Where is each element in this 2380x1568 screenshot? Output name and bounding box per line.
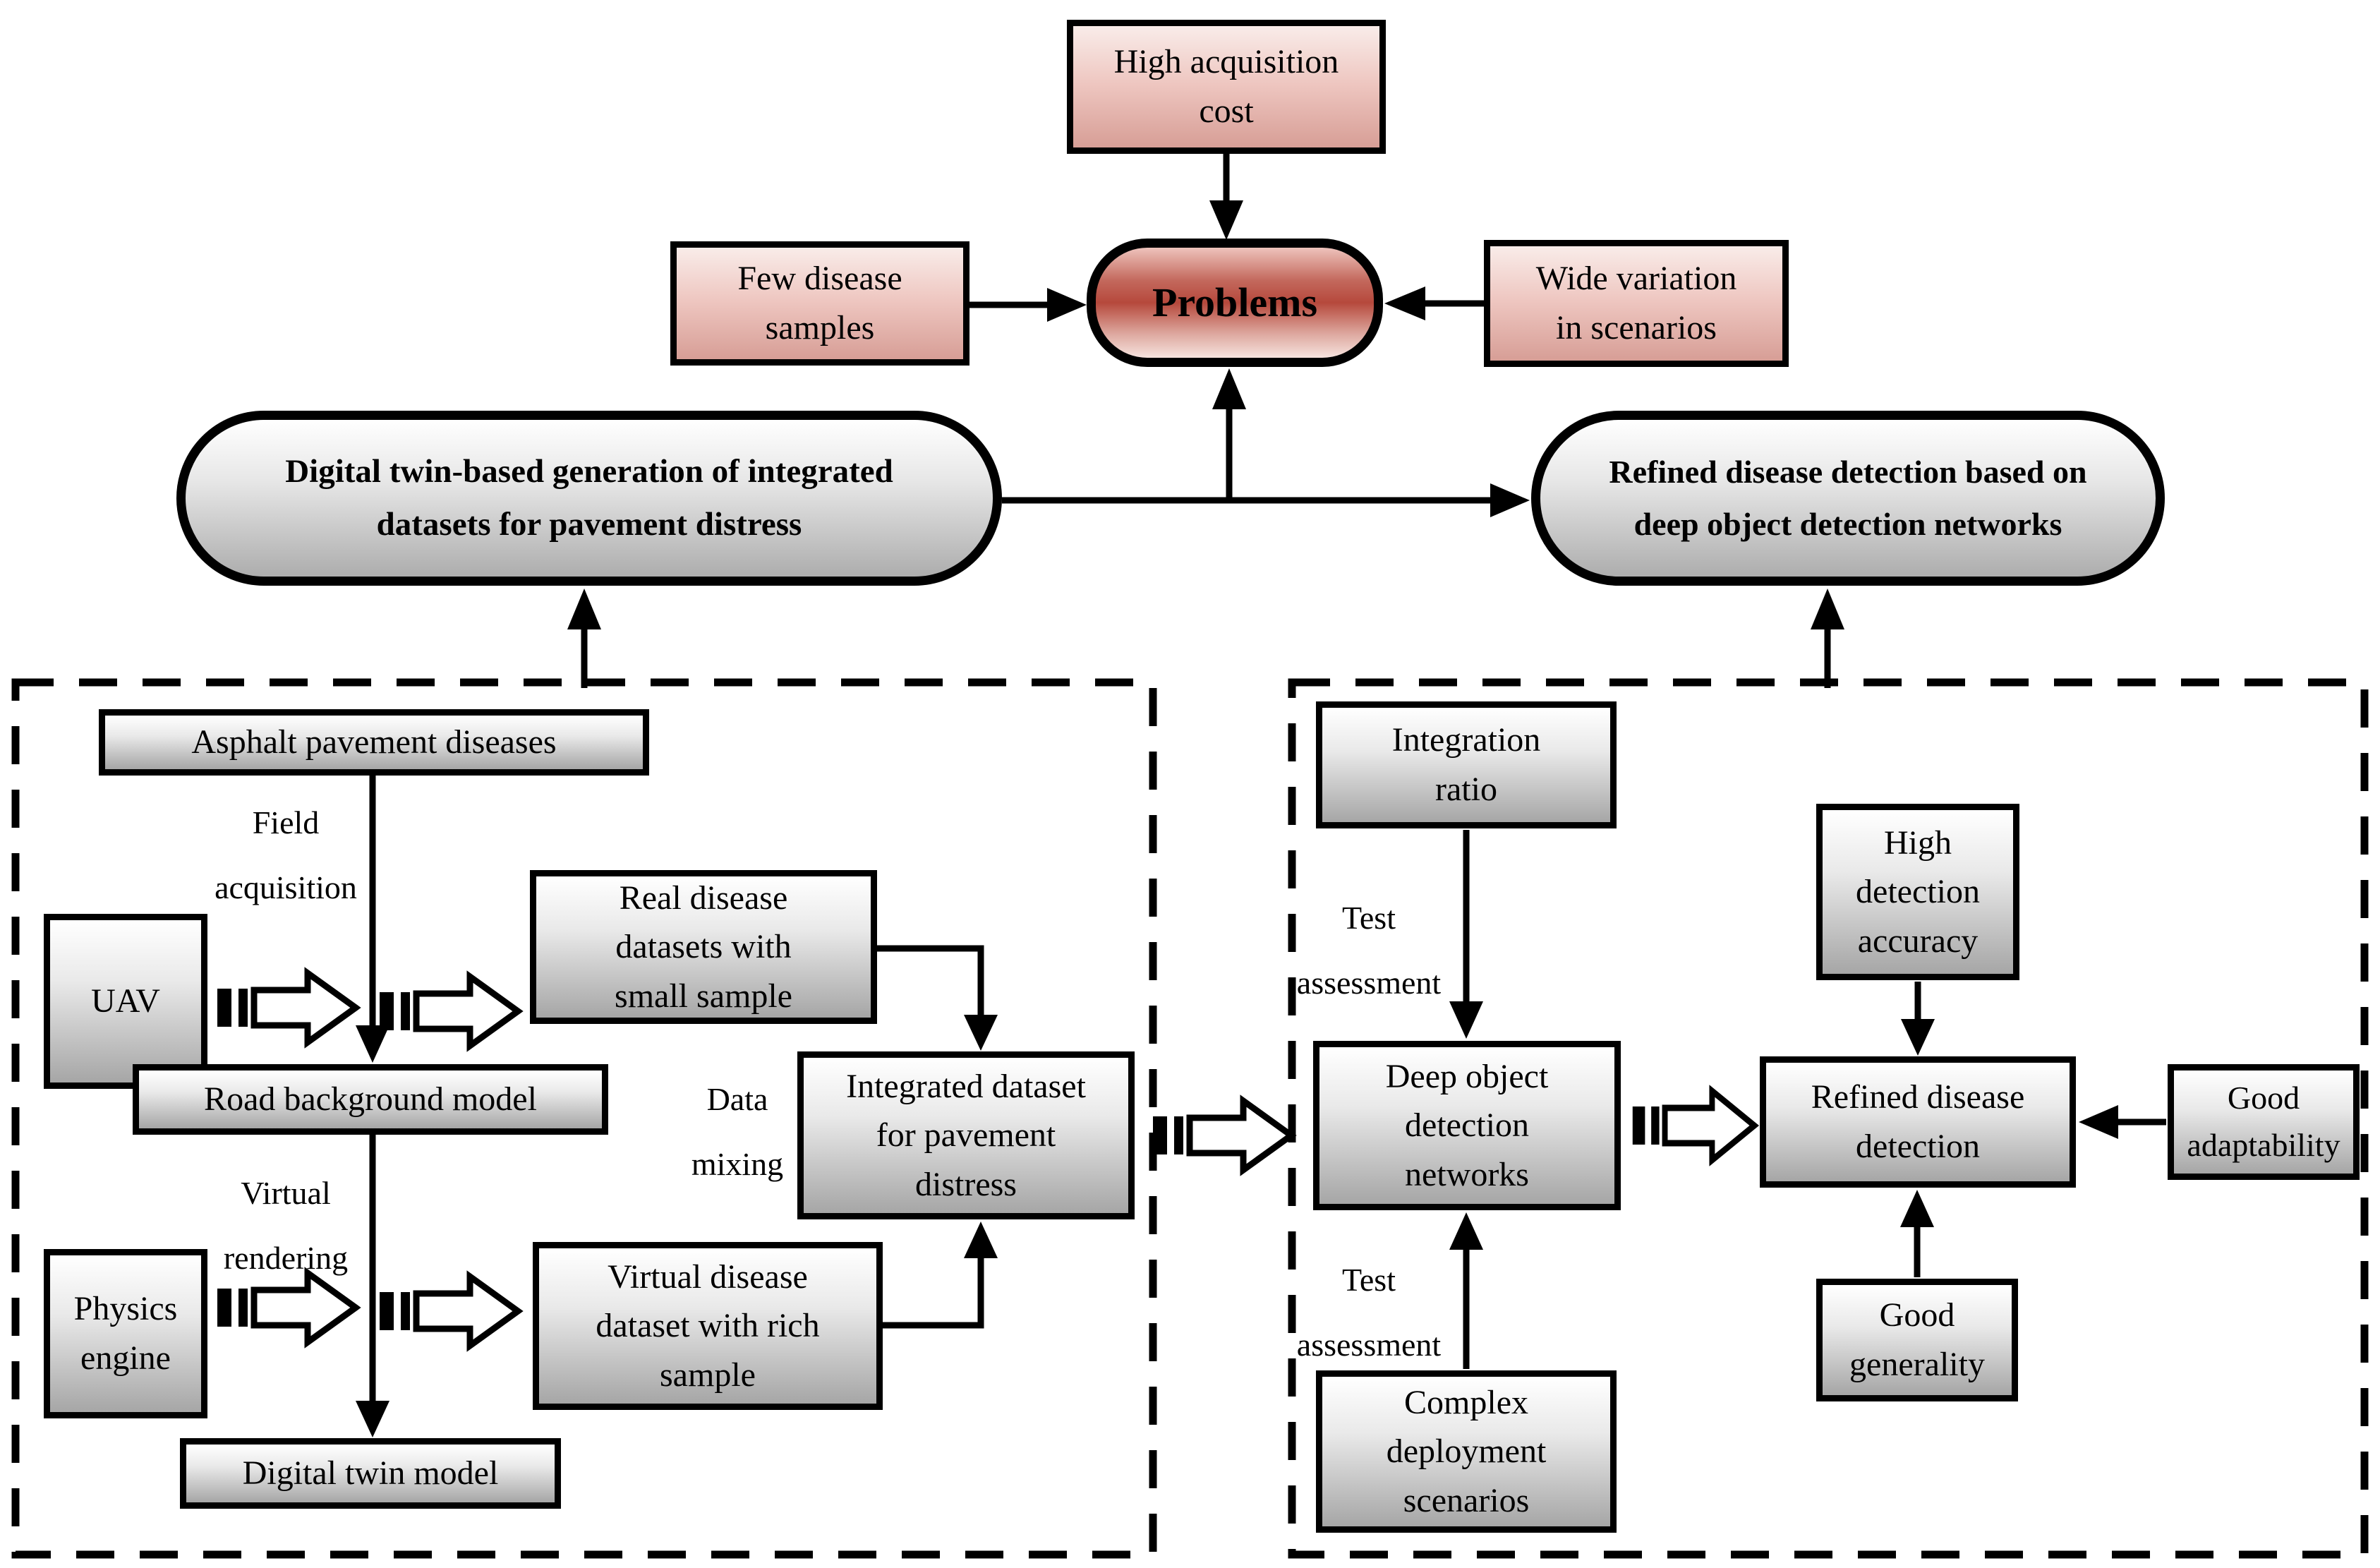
uav-box: UAV xyxy=(44,914,207,1089)
high-acquisition-cost-box: High acquisition cost xyxy=(1067,20,1386,154)
connector-lines xyxy=(369,154,2166,1401)
virtual-rendering-label: Virtual rendering xyxy=(223,1175,349,1276)
striped-arrow-uav-2 xyxy=(380,977,518,1046)
digital-twin-generation-stadium: Digital twin-based generation of integra… xyxy=(176,411,1002,586)
refined-disease-detection-box: Refined disease detection xyxy=(1760,1056,2076,1188)
good-adaptability-box: Good adaptability xyxy=(2168,1064,2360,1180)
striped-arrow-deep-refined xyxy=(1633,1091,1754,1160)
refined-detection-stadium: Refined disease detection based on deep … xyxy=(1531,411,2165,586)
road-background-model-box: Road background model xyxy=(133,1064,608,1135)
asphalt-pavement-diseases-box: Asphalt pavement diseases xyxy=(99,709,649,776)
virtual-disease-dataset-box: Virtual disease dataset with rich sample xyxy=(533,1242,883,1410)
problems-hub: Problems xyxy=(1087,239,1383,367)
data-mixing-label: Data mixing xyxy=(691,1081,784,1182)
striped-arrow-uav-1 xyxy=(217,973,356,1042)
complex-deployment-scenarios-box: Complex deployment scenarios xyxy=(1316,1370,1617,1533)
physics-engine-box: Physics engine xyxy=(44,1249,207,1418)
deep-object-detection-networks-box: Deep object detection networks xyxy=(1313,1041,1621,1210)
high-detection-accuracy-box: High detection accuracy xyxy=(1816,804,2019,980)
left-dashed-panel-border xyxy=(11,678,1157,1559)
test-assessment-bottom-label: Test assessment xyxy=(1296,1262,1442,1363)
good-generality-box: Good generality xyxy=(1816,1279,2018,1401)
real-disease-datasets-box: Real disease datasets with small sample xyxy=(530,870,877,1024)
striped-arrow-panels xyxy=(1153,1101,1291,1170)
integrated-dataset-box: Integrated dataset for pavement distress xyxy=(797,1051,1135,1219)
field-acquisition-label: Field acquisition xyxy=(215,804,357,905)
wide-variation-box: Wide variation in scenarios xyxy=(1484,240,1789,367)
test-assessment-top-label: Test assessment xyxy=(1296,900,1442,1001)
striped-arrow-physics-2 xyxy=(380,1277,518,1346)
arrowheads xyxy=(356,200,2118,1437)
integration-ratio-box: Integration ratio xyxy=(1316,701,1617,828)
digital-twin-model-box: Digital twin model xyxy=(180,1438,561,1509)
few-disease-samples-box: Few disease samples xyxy=(670,241,969,366)
